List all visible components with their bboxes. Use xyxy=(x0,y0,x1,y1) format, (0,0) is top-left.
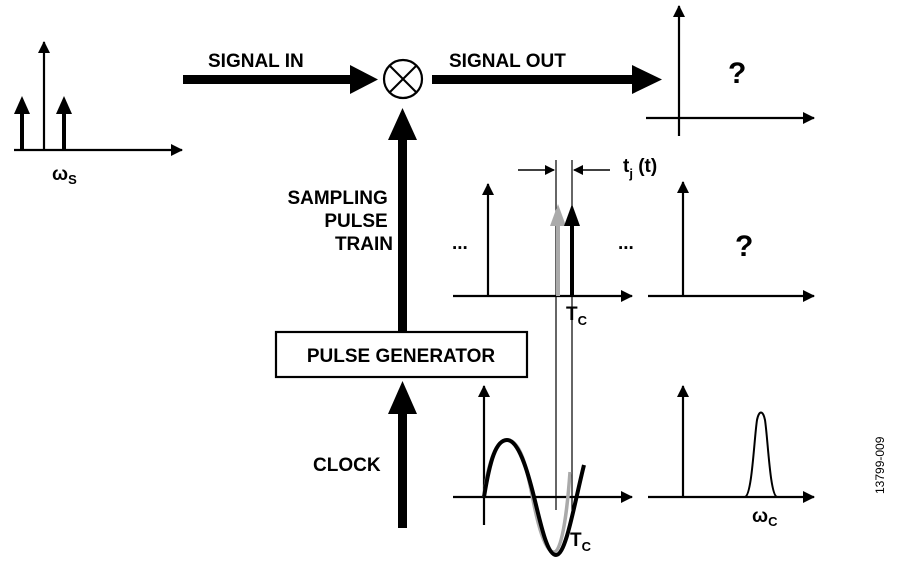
signal-out-arrow xyxy=(432,65,662,94)
input-tone-negative-head xyxy=(14,96,30,114)
jitter-label: tj (t) xyxy=(623,156,657,181)
pulse-generator-label: PULSE GENERATOR xyxy=(307,346,496,367)
pulse-ellipsis-left: ... xyxy=(452,233,468,254)
sampled-spectrum-unknown: ? xyxy=(735,230,753,263)
signal-in-arrow xyxy=(183,65,378,94)
tc-label-mid: TC xyxy=(566,304,588,328)
pulse-generator-box xyxy=(274,330,529,379)
sampling-pulse-train-label: SAMPLING PULSE TRAIN xyxy=(287,188,393,255)
signal-out-label: SIGNAL OUT xyxy=(449,51,566,72)
input-spectrum-plot: ωS xyxy=(14,41,183,187)
clock-spectrum-plot: ωC xyxy=(648,385,815,529)
omega-c-label: ωC xyxy=(752,506,778,529)
clock-waveform-plot: TC xyxy=(453,385,633,558)
clock-spectral-peak xyxy=(744,411,778,498)
ideal-sampling-pulse-head xyxy=(550,204,566,226)
figure-id: 13799-009 xyxy=(873,436,887,494)
input-tone-positive-head xyxy=(56,96,72,114)
output-spectrum-unknown: ? xyxy=(728,57,746,90)
jittered-sampling-pulse-head xyxy=(564,204,580,226)
mixer-symbol xyxy=(382,58,424,100)
sampling-pulse-train-arrow xyxy=(388,108,417,332)
omega-s-label: ωS xyxy=(52,164,77,187)
jittered-clock-waveform xyxy=(482,437,586,558)
jitter-marker xyxy=(518,160,610,510)
clock-arrow xyxy=(388,381,417,528)
tc-label-bottom: TC xyxy=(570,530,592,554)
output-spectrum-plot: ? xyxy=(646,5,815,136)
pulse-ellipsis-right: ... xyxy=(618,233,634,254)
signal-in-label: SIGNAL IN xyxy=(208,51,304,72)
pulse-time-plot: ... ... TC xyxy=(452,183,634,328)
sampled-spectrum-plot: ? xyxy=(648,181,815,302)
clock-label: CLOCK xyxy=(313,455,381,476)
